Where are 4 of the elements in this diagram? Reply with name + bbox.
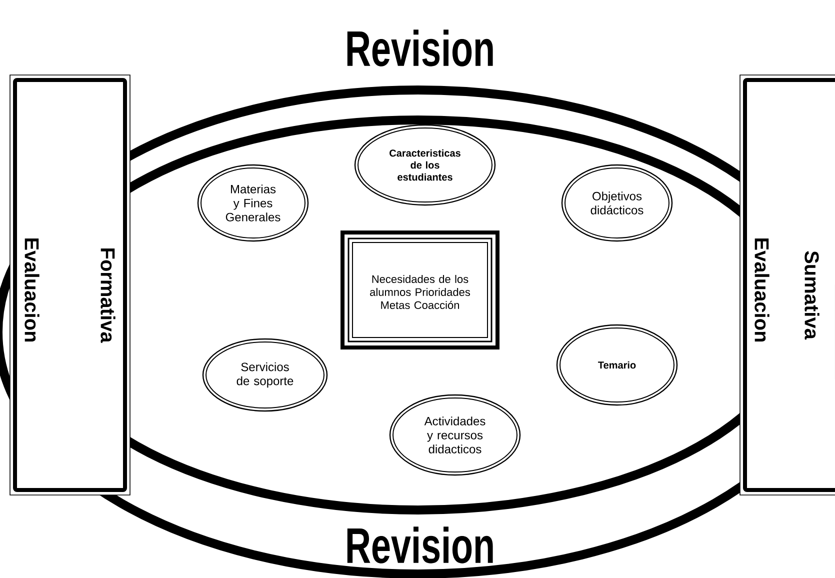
side-panel: Evaluacion Sumativa xyxy=(740,74,835,496)
ring-title: Revision xyxy=(344,28,496,68)
ring-title: Revision xyxy=(344,526,496,564)
center-box: Necesidades de los alumnos Prioridades Metas Coacción xyxy=(340,230,500,350)
